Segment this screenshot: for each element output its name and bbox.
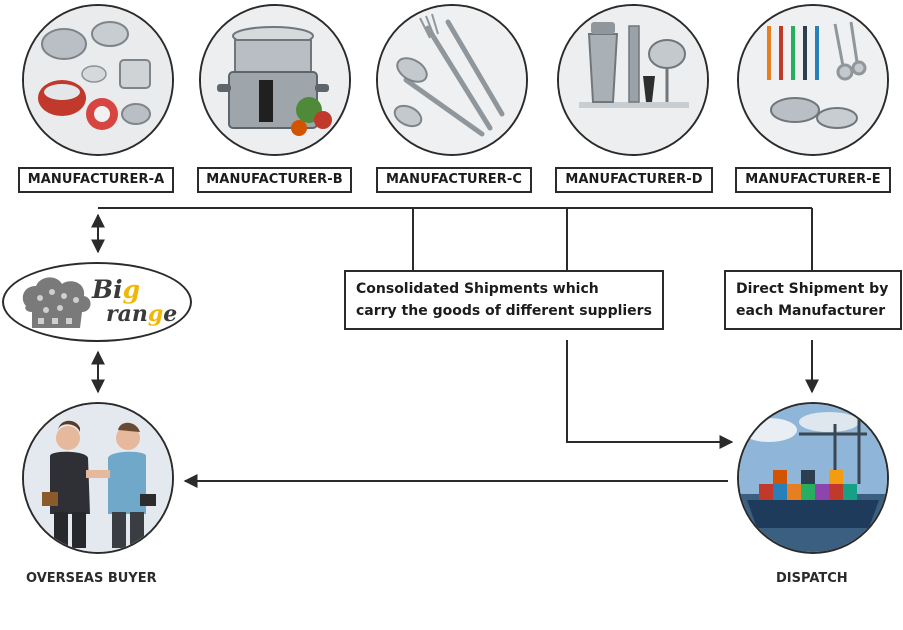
manufacturer-a-label: MANUFACTURER-A xyxy=(18,167,174,193)
manufacturer-c-image xyxy=(376,4,528,156)
chef-hat-icon xyxy=(22,277,91,328)
consolidated-line-1: Consolidated Shipments which xyxy=(356,281,599,297)
big-range-logo: Big range xyxy=(2,262,192,342)
manufacturer-a-image xyxy=(22,4,174,156)
consolidated-to-dispatch-arrow xyxy=(566,340,734,449)
manufacturer-d-label: MANUFACTURER-D xyxy=(555,167,713,193)
direct-shipment-box: Direct Shipment by each Manufacturer xyxy=(724,270,902,330)
manufacturer-e-image xyxy=(737,4,889,156)
logo-wordmark: Big range xyxy=(92,275,178,327)
dispatch-image xyxy=(737,402,889,554)
direct-line-1: Direct Shipment by xyxy=(736,281,889,297)
manufacturer-d-image xyxy=(557,4,709,156)
dispatch-label: DISPATCH xyxy=(776,571,848,586)
overseas-buyer-label: OVERSEAS BUYER xyxy=(26,571,157,586)
manufacturer-b-label: MANUFACTURER-B xyxy=(197,167,352,193)
direct-line-2: each Manufacturer xyxy=(736,303,886,319)
overseas-buyer-image xyxy=(22,402,174,554)
consolidated-line-2: carry the goods of different suppliers xyxy=(356,303,652,319)
manufacturer-c-label: MANUFACTURER-C xyxy=(376,167,532,193)
manufacturer-b-image xyxy=(199,4,351,156)
consolidated-shipments-box: Consolidated Shipments which carry the g… xyxy=(344,270,664,330)
manufacturer-e-label: MANUFACTURER-E xyxy=(735,167,891,193)
